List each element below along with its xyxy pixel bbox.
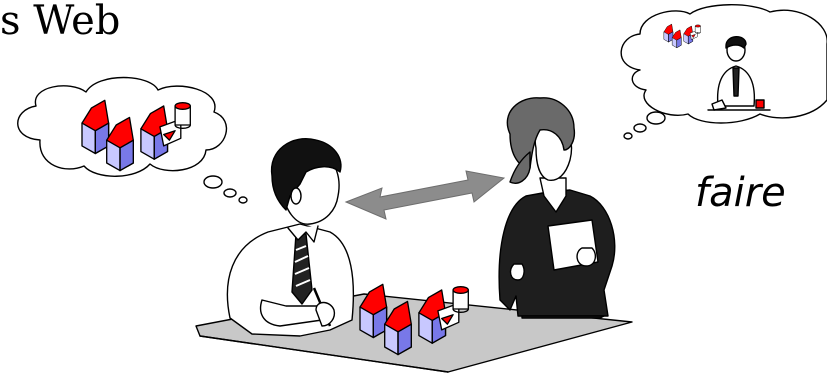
seated-man <box>227 139 353 336</box>
standing-woman <box>499 98 615 318</box>
thought-bubble-icon <box>621 5 827 139</box>
caption-text: faire <box>695 170 786 216</box>
double-arrow-icon <box>346 171 504 219</box>
heading-text: s Web <box>0 0 120 44</box>
